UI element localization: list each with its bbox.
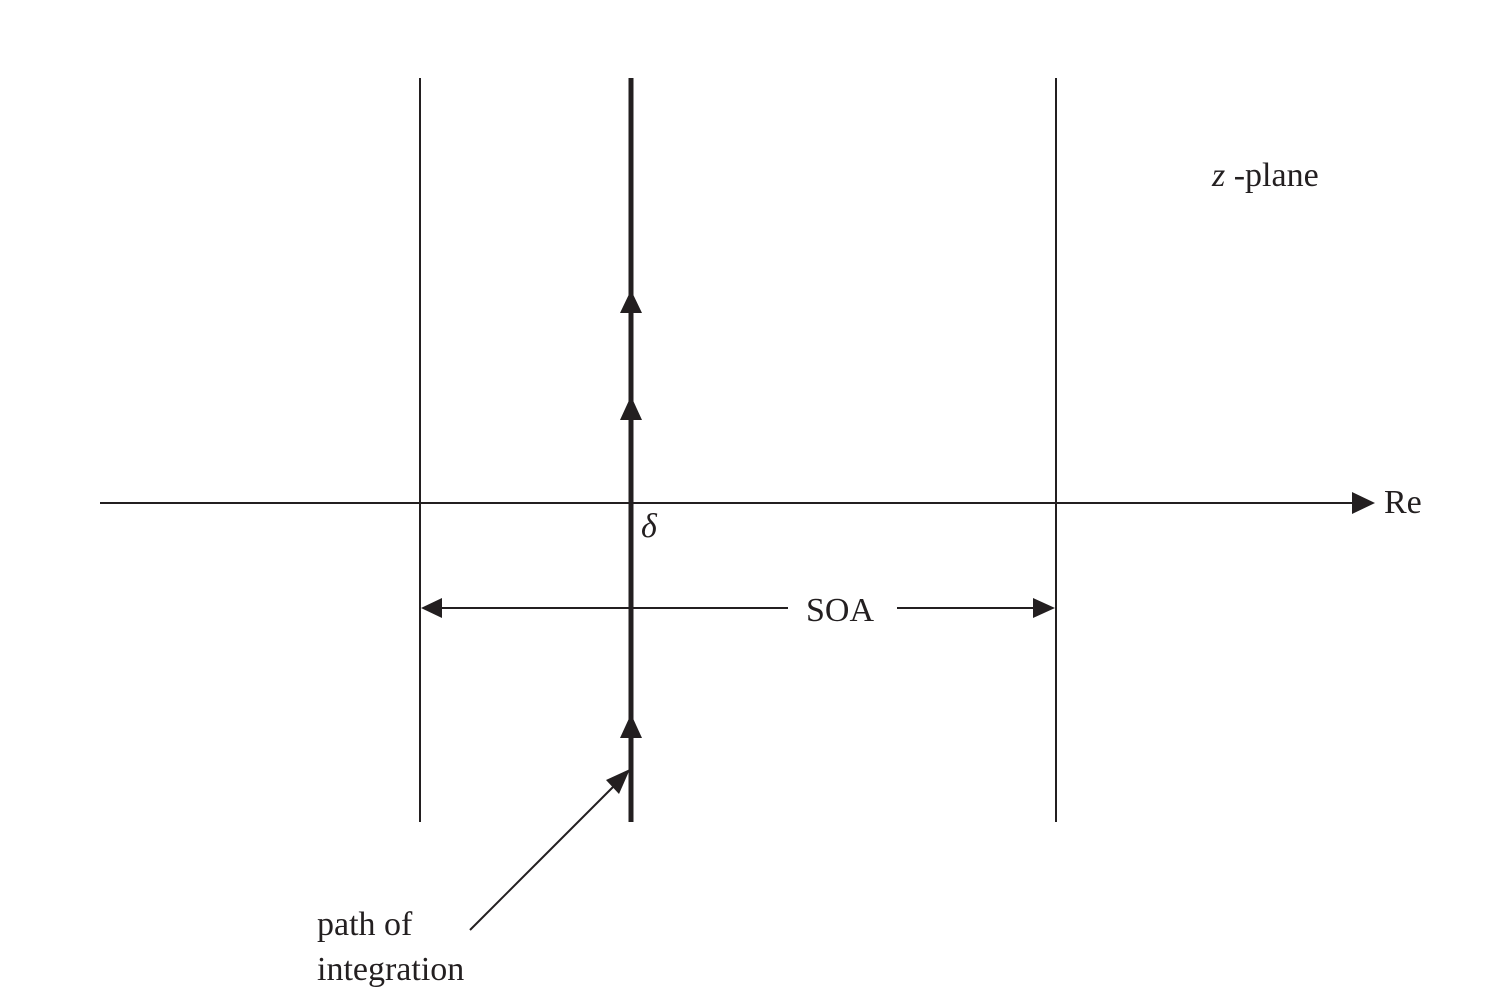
- path-label-line1: path of: [317, 906, 413, 943]
- path-label-line2: integration: [317, 951, 464, 988]
- integration-path-arrow-middle: [620, 396, 642, 420]
- soa-arrowhead-left: [421, 598, 442, 618]
- soa-label: SOA: [806, 592, 874, 629]
- path-pointer-arrowhead: [606, 769, 630, 794]
- plane-label-variable: z: [1211, 157, 1225, 194]
- real-axis-label: Re: [1384, 484, 1422, 521]
- path-pointer-line: [469, 781, 619, 931]
- delta-label: δ: [641, 508, 658, 545]
- plane-label-suffix: -plane: [1225, 157, 1318, 194]
- integration-path-arrow-upper: [620, 290, 642, 313]
- plane-label: z -plane: [1211, 157, 1319, 194]
- integration-path-arrow-lower: [620, 714, 642, 738]
- real-axis-arrowhead: [1352, 492, 1375, 514]
- soa-arrowhead-right: [1033, 598, 1055, 618]
